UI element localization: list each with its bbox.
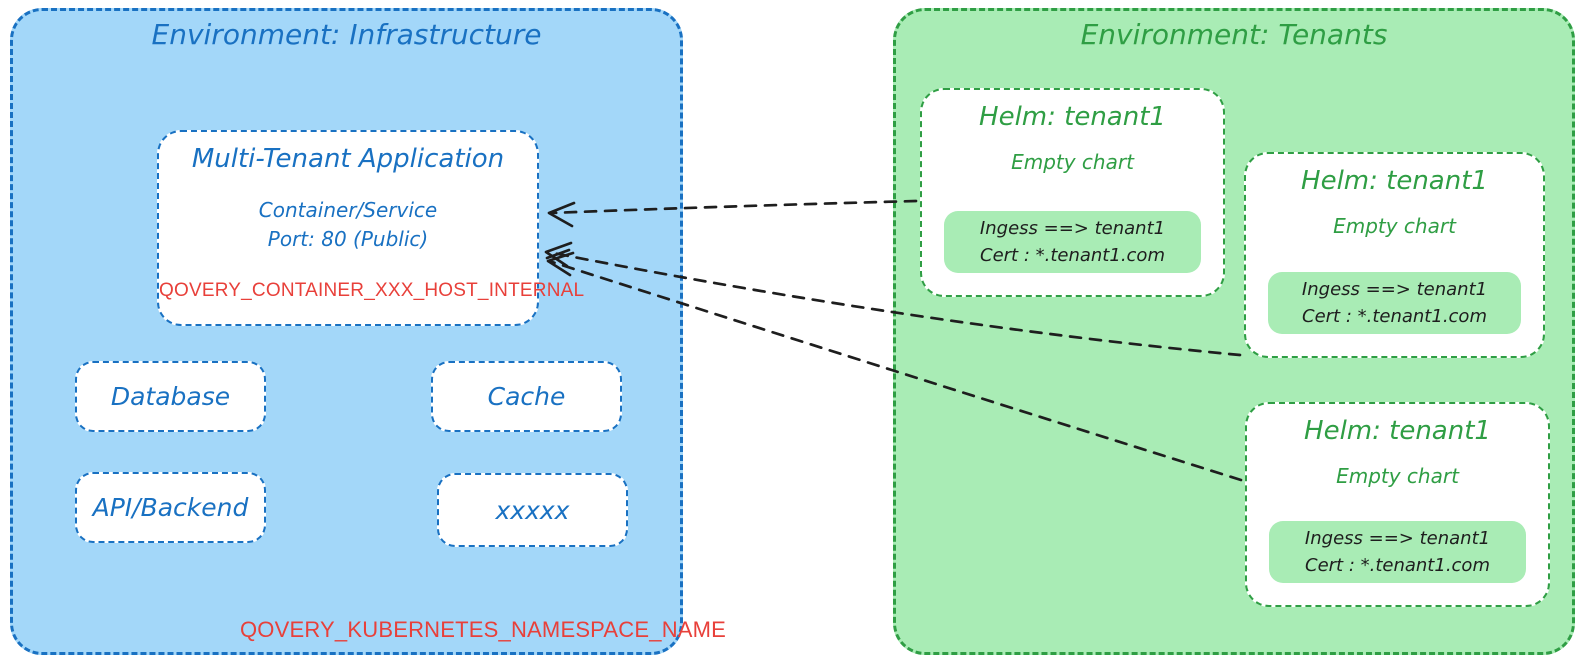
service-box-api-backend: API/Backend: [75, 472, 266, 543]
helm-box-3-cert-line: Cert : *.tenant1.com: [1305, 555, 1490, 576]
port-line: Port: 80 (Public): [267, 227, 429, 251]
environment-tenants-title: Environment: Tenants: [1080, 18, 1388, 51]
container-host-env-var: QOVERY_CONTAINER_XXX_HOST_INTERNAL: [159, 280, 585, 301]
service-box-database: Database: [75, 361, 266, 432]
helm-box-2-ingress-pill: Ingess ==> tenant1 Cert : *.tenant1.com: [1268, 272, 1521, 334]
helm-box-1-ingress-pill: Ingess ==> tenant1 Cert : *.tenant1.com: [944, 211, 1201, 273]
helm-box-3-ingress-line: Ingess ==> tenant1: [1304, 528, 1491, 549]
helm-tenant1-box-3: Helm: tenant1 Empty chart Ingess ==> ten…: [1245, 402, 1550, 607]
multi-tenant-application-title: Multi-Tenant Application: [191, 144, 505, 174]
helm-box-2-title: Helm: tenant1: [1301, 166, 1488, 196]
namespace-env-var: QOVERY_KUBERNETES_NAMESPACE_NAME: [240, 617, 727, 642]
service-box-cache: Cache: [431, 361, 622, 432]
helm-box-2-cert-line: Cert : *.tenant1.com: [1302, 306, 1487, 327]
helm-box-1-ingress-line: Ingess ==> tenant1: [979, 218, 1166, 239]
multi-tenant-application-box: Multi-Tenant Application Container/Servi…: [157, 130, 585, 326]
helm-box-1-title: Helm: tenant1: [979, 102, 1166, 132]
environment-infrastructure-title: Environment: Infrastructure: [151, 18, 542, 51]
environment-infrastructure-container: [10, 8, 683, 655]
container-service-line: Container/Service: [258, 198, 438, 222]
helm-box-3-ingress-pill: Ingess ==> tenant1 Cert : *.tenant1.com: [1269, 521, 1526, 583]
helm-box-3-title: Helm: tenant1: [1304, 416, 1491, 446]
helm-box-1-subtitle: Empty chart: [1011, 150, 1134, 174]
helm-tenant1-box-1: Helm: tenant1 Empty chart Ingess ==> ten…: [920, 88, 1225, 297]
helm-tenant1-box-2: Helm: tenant1 Empty chart Ingess ==> ten…: [1244, 152, 1545, 358]
helm-box-2-ingress-line: Ingess ==> tenant1: [1301, 279, 1488, 300]
helm-box-1-cert-line: Cert : *.tenant1.com: [980, 245, 1165, 266]
helm-box-3-subtitle: Empty chart: [1336, 464, 1459, 488]
helm-box-2-subtitle: Empty chart: [1333, 214, 1456, 238]
service-box-xxxxx: xxxxx: [437, 473, 628, 547]
